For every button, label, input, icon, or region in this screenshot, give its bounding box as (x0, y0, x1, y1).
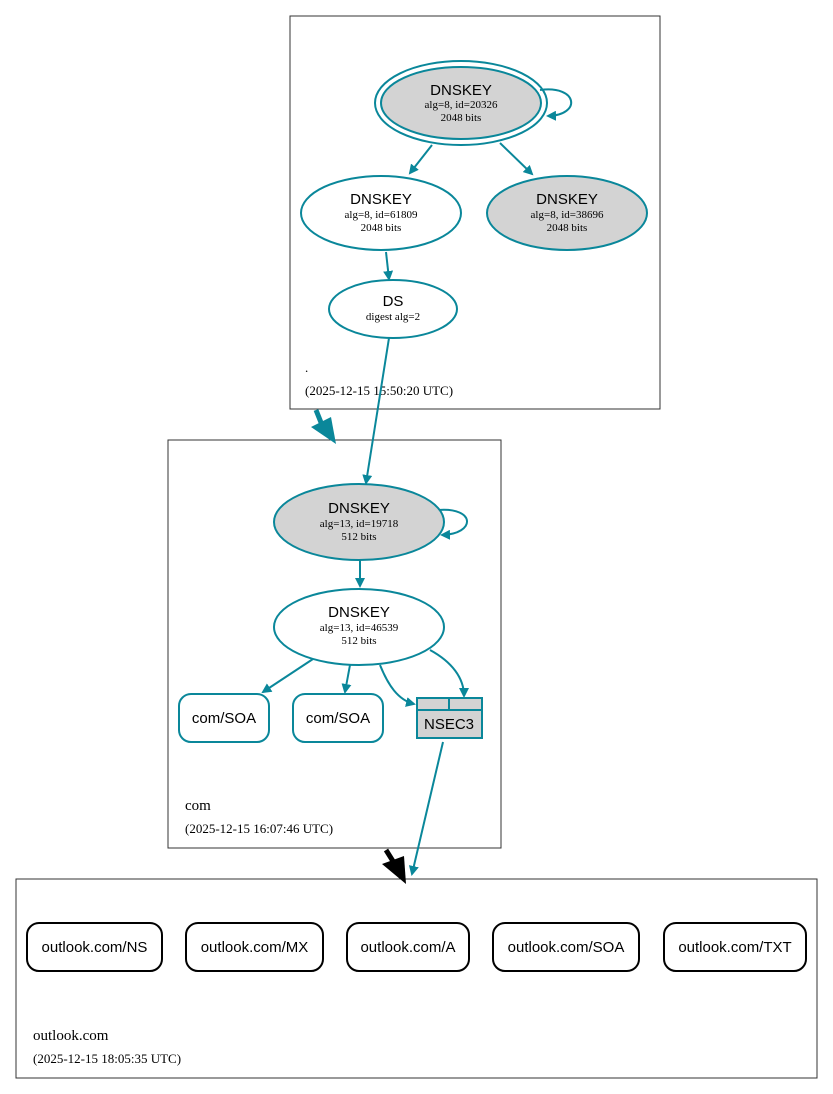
node-com-zsk-line1: alg=13, id=46539 (320, 622, 399, 634)
node-outlook-soa: outlook.com/SOA (492, 922, 640, 972)
zone-com-timestamp: (2025-12-15 16:07:46 UTC) (185, 821, 333, 836)
node-root-zsk1: DNSKEY alg=8, id=61809 2048 bits (300, 175, 462, 251)
delegation-arrows (311, 409, 406, 884)
node-outlook-a-label: outlook.com/A (360, 939, 455, 956)
node-root-ksk-line2: 2048 bits (441, 112, 482, 124)
zone-root-box (289, 15, 661, 410)
edge-root-zsk1-ds (383, 251, 394, 281)
node-com-nsec3: NSEC3 (416, 697, 483, 739)
node-root-ksk-line1: alg=8, id=20326 (425, 99, 498, 111)
edge-nsec3-outlook (408, 741, 444, 876)
edges (261, 88, 573, 876)
node-root-ksk: DNSKEY alg=8, id=20326 2048 bits (374, 60, 548, 146)
zone-root: . (2025-12-15 15:50:20 UTC) (289, 15, 661, 410)
edge-com-zsk-soa1 (261, 658, 314, 694)
node-com-soa-2: com/SOA (292, 693, 384, 743)
node-root-zsk1-line1: alg=8, id=61809 (345, 209, 418, 221)
node-com-ksk: DNSKEY alg=13, id=19718 512 bits (273, 483, 445, 561)
node-com-ksk-line1: alg=13, id=19718 (320, 518, 399, 530)
node-root-zsk2-line1: alg=8, id=38696 (531, 209, 604, 221)
node-root-zsk1-title: DNSKEY (350, 191, 412, 208)
edge-com-zsk-nsec3-b (429, 649, 469, 698)
zone-root-name: . (305, 360, 308, 375)
node-outlook-a: outlook.com/A (346, 922, 470, 972)
edge-com-ksk-self (437, 508, 468, 540)
node-com-soa-2-label: com/SOA (306, 710, 370, 727)
edge-com-zsk-nsec3-a (379, 664, 416, 707)
edge-root-ksk-self (539, 88, 573, 121)
node-root-ds-title: DS (383, 293, 404, 310)
node-root-ds: DS digest alg=2 (328, 279, 458, 339)
node-outlook-mx-label: outlook.com/MX (201, 939, 309, 956)
node-com-nsec3-label: NSEC3 (424, 716, 474, 733)
edge-root-ksk-zsk2 (499, 142, 534, 176)
edge-root-ksk-zsk1 (408, 144, 433, 175)
node-outlook-mx: outlook.com/MX (185, 922, 324, 972)
zone-outlook: outlook.com (2025-12-15 18:05:35 UTC) (15, 878, 818, 1079)
node-root-zsk2-title: DNSKEY (536, 191, 598, 208)
zone-com-name: com (185, 798, 211, 814)
node-outlook-txt: outlook.com/TXT (663, 922, 807, 972)
node-com-ksk-title: DNSKEY (328, 500, 390, 517)
node-com-soa-1-label: com/SOA (192, 710, 256, 727)
node-outlook-txt-label: outlook.com/TXT (678, 939, 791, 956)
node-root-zsk1-line2: 2048 bits (361, 222, 402, 234)
node-outlook-soa-label: outlook.com/SOA (508, 939, 625, 956)
node-com-ksk-line2: 512 bits (341, 531, 376, 543)
delegation-com-outlook-arrowhead (382, 856, 406, 884)
node-com-zsk-title: DNSKEY (328, 604, 390, 621)
delegation-root-com-arrowhead (311, 417, 336, 444)
node-com-zsk: DNSKEY alg=13, id=46539 512 bits (273, 588, 445, 666)
zone-outlook-name: outlook.com (33, 1028, 109, 1044)
node-outlook-ns: outlook.com/NS (26, 922, 163, 972)
node-com-zsk-line2: 512 bits (341, 635, 376, 647)
zone-outlook-timestamp: (2025-12-15 18:05:35 UTC) (33, 1051, 181, 1066)
edge-ds-com-ksk (362, 337, 390, 485)
node-com-soa-1: com/SOA (178, 693, 270, 743)
node-root-zsk2-line2: 2048 bits (547, 222, 588, 234)
zone-outlook-box (15, 878, 818, 1079)
edge-com-zsk-soa2 (341, 664, 352, 694)
node-outlook-ns-label: outlook.com/NS (42, 939, 148, 956)
node-root-zsk2: DNSKEY alg=8, id=38696 2048 bits (486, 175, 648, 251)
node-root-ksk-title: DNSKEY (430, 82, 492, 99)
node-root-ds-line1: digest alg=2 (366, 311, 420, 323)
zone-root-timestamp: (2025-12-15 15:50:20 UTC) (305, 383, 453, 398)
